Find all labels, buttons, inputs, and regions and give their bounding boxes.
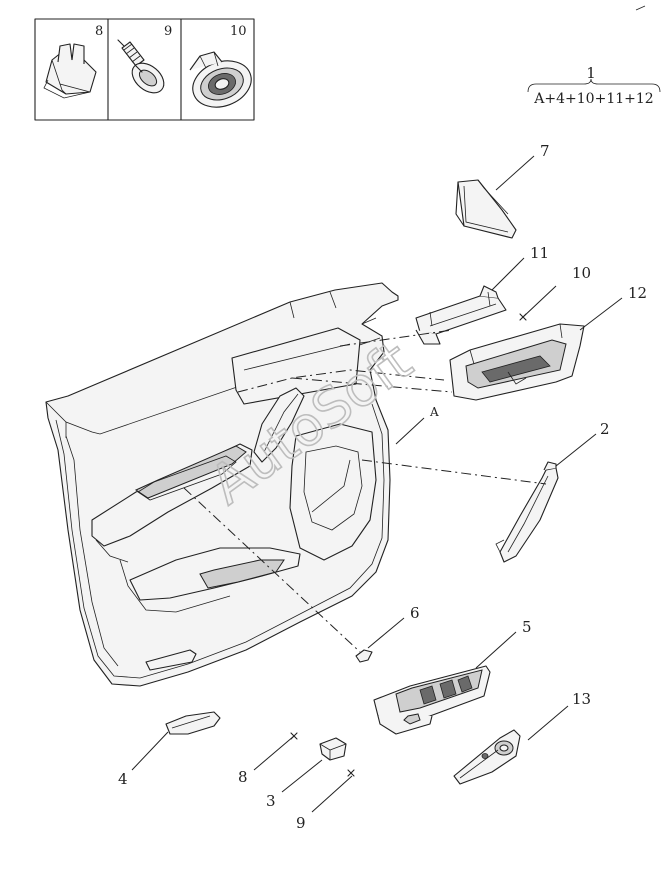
switch-recess bbox=[137, 455, 237, 501]
map-pocket-recess bbox=[199, 559, 285, 589]
assembly-formula: A+4+10+11+12 bbox=[533, 91, 653, 107]
part-5-switch-panel bbox=[373, 665, 491, 735]
part-3-clip bbox=[319, 737, 347, 761]
lower-contour bbox=[119, 559, 231, 613]
leader-lines bbox=[131, 155, 623, 813]
pocket-bay-crease bbox=[311, 459, 351, 513]
corner-mark bbox=[635, 5, 646, 11]
pocket-bay-inner bbox=[303, 445, 363, 531]
grommet-clip-icon bbox=[189, 51, 252, 108]
callout-9: 9 bbox=[296, 814, 306, 832]
inset-frame bbox=[34, 18, 255, 121]
part-2-trim-strip bbox=[495, 461, 559, 563]
inset-label-9: 9 bbox=[164, 24, 172, 39]
part-12-handle-housing bbox=[449, 323, 585, 401]
push-pin-icon bbox=[117, 39, 165, 94]
reference-marker-a: A bbox=[429, 405, 439, 419]
assembly-line bbox=[291, 377, 453, 393]
assembly-line bbox=[339, 329, 453, 347]
part-13-mirror-bezel bbox=[453, 729, 521, 785]
door-trim-panel bbox=[45, 282, 399, 687]
callout-12: 12 bbox=[628, 284, 647, 302]
pull-handle-line bbox=[263, 393, 299, 453]
screw-mark bbox=[347, 769, 355, 777]
bolster-insert-line bbox=[243, 343, 351, 371]
assembly-lines bbox=[183, 329, 547, 653]
part-11-bracket bbox=[415, 285, 507, 345]
reflector-slot bbox=[145, 649, 197, 671]
assembly-note: 1 A+4+10+11+12 bbox=[527, 5, 661, 107]
panel-rim-inner bbox=[65, 435, 119, 667]
pull-handle bbox=[253, 387, 305, 463]
callout-8: 8 bbox=[238, 768, 248, 786]
armrest-edge bbox=[95, 539, 129, 563]
upper-ledge-detail bbox=[289, 291, 377, 325]
callout-1: 1 bbox=[586, 64, 596, 82]
pocket-bay bbox=[289, 423, 377, 561]
screw-mark bbox=[519, 313, 527, 321]
fastener-inset: 8 9 10 bbox=[34, 18, 255, 121]
callout-7: 7 bbox=[540, 142, 550, 160]
assembly-line bbox=[183, 487, 361, 653]
panel-rim bbox=[55, 403, 385, 679]
callout-3: 3 bbox=[266, 792, 276, 810]
fastener-marks bbox=[290, 313, 527, 777]
callout-13: 13 bbox=[572, 690, 591, 708]
callout-4: 4 bbox=[118, 770, 128, 788]
callout-11: 11 bbox=[530, 244, 549, 262]
part-4-reflector bbox=[165, 711, 221, 735]
assembly-line bbox=[237, 369, 445, 393]
callout-2: 2 bbox=[600, 420, 610, 438]
upper-ledge bbox=[45, 337, 381, 435]
clip-nut-icon bbox=[43, 43, 97, 99]
callout-10: 10 bbox=[572, 264, 591, 282]
callout-5: 5 bbox=[522, 618, 532, 636]
inset-label-10: 10 bbox=[230, 24, 247, 39]
part-7-corner-trim bbox=[455, 179, 517, 239]
brace bbox=[527, 78, 661, 93]
assembly-line bbox=[361, 459, 547, 485]
screw-mark bbox=[290, 732, 298, 740]
inset-label-8: 8 bbox=[95, 24, 103, 39]
callout-6: 6 bbox=[410, 604, 420, 622]
part-6-plug bbox=[355, 649, 373, 663]
callout-numbers: 7 11 10 12 2 6 5 13 4 8 3 9 A bbox=[118, 142, 647, 832]
